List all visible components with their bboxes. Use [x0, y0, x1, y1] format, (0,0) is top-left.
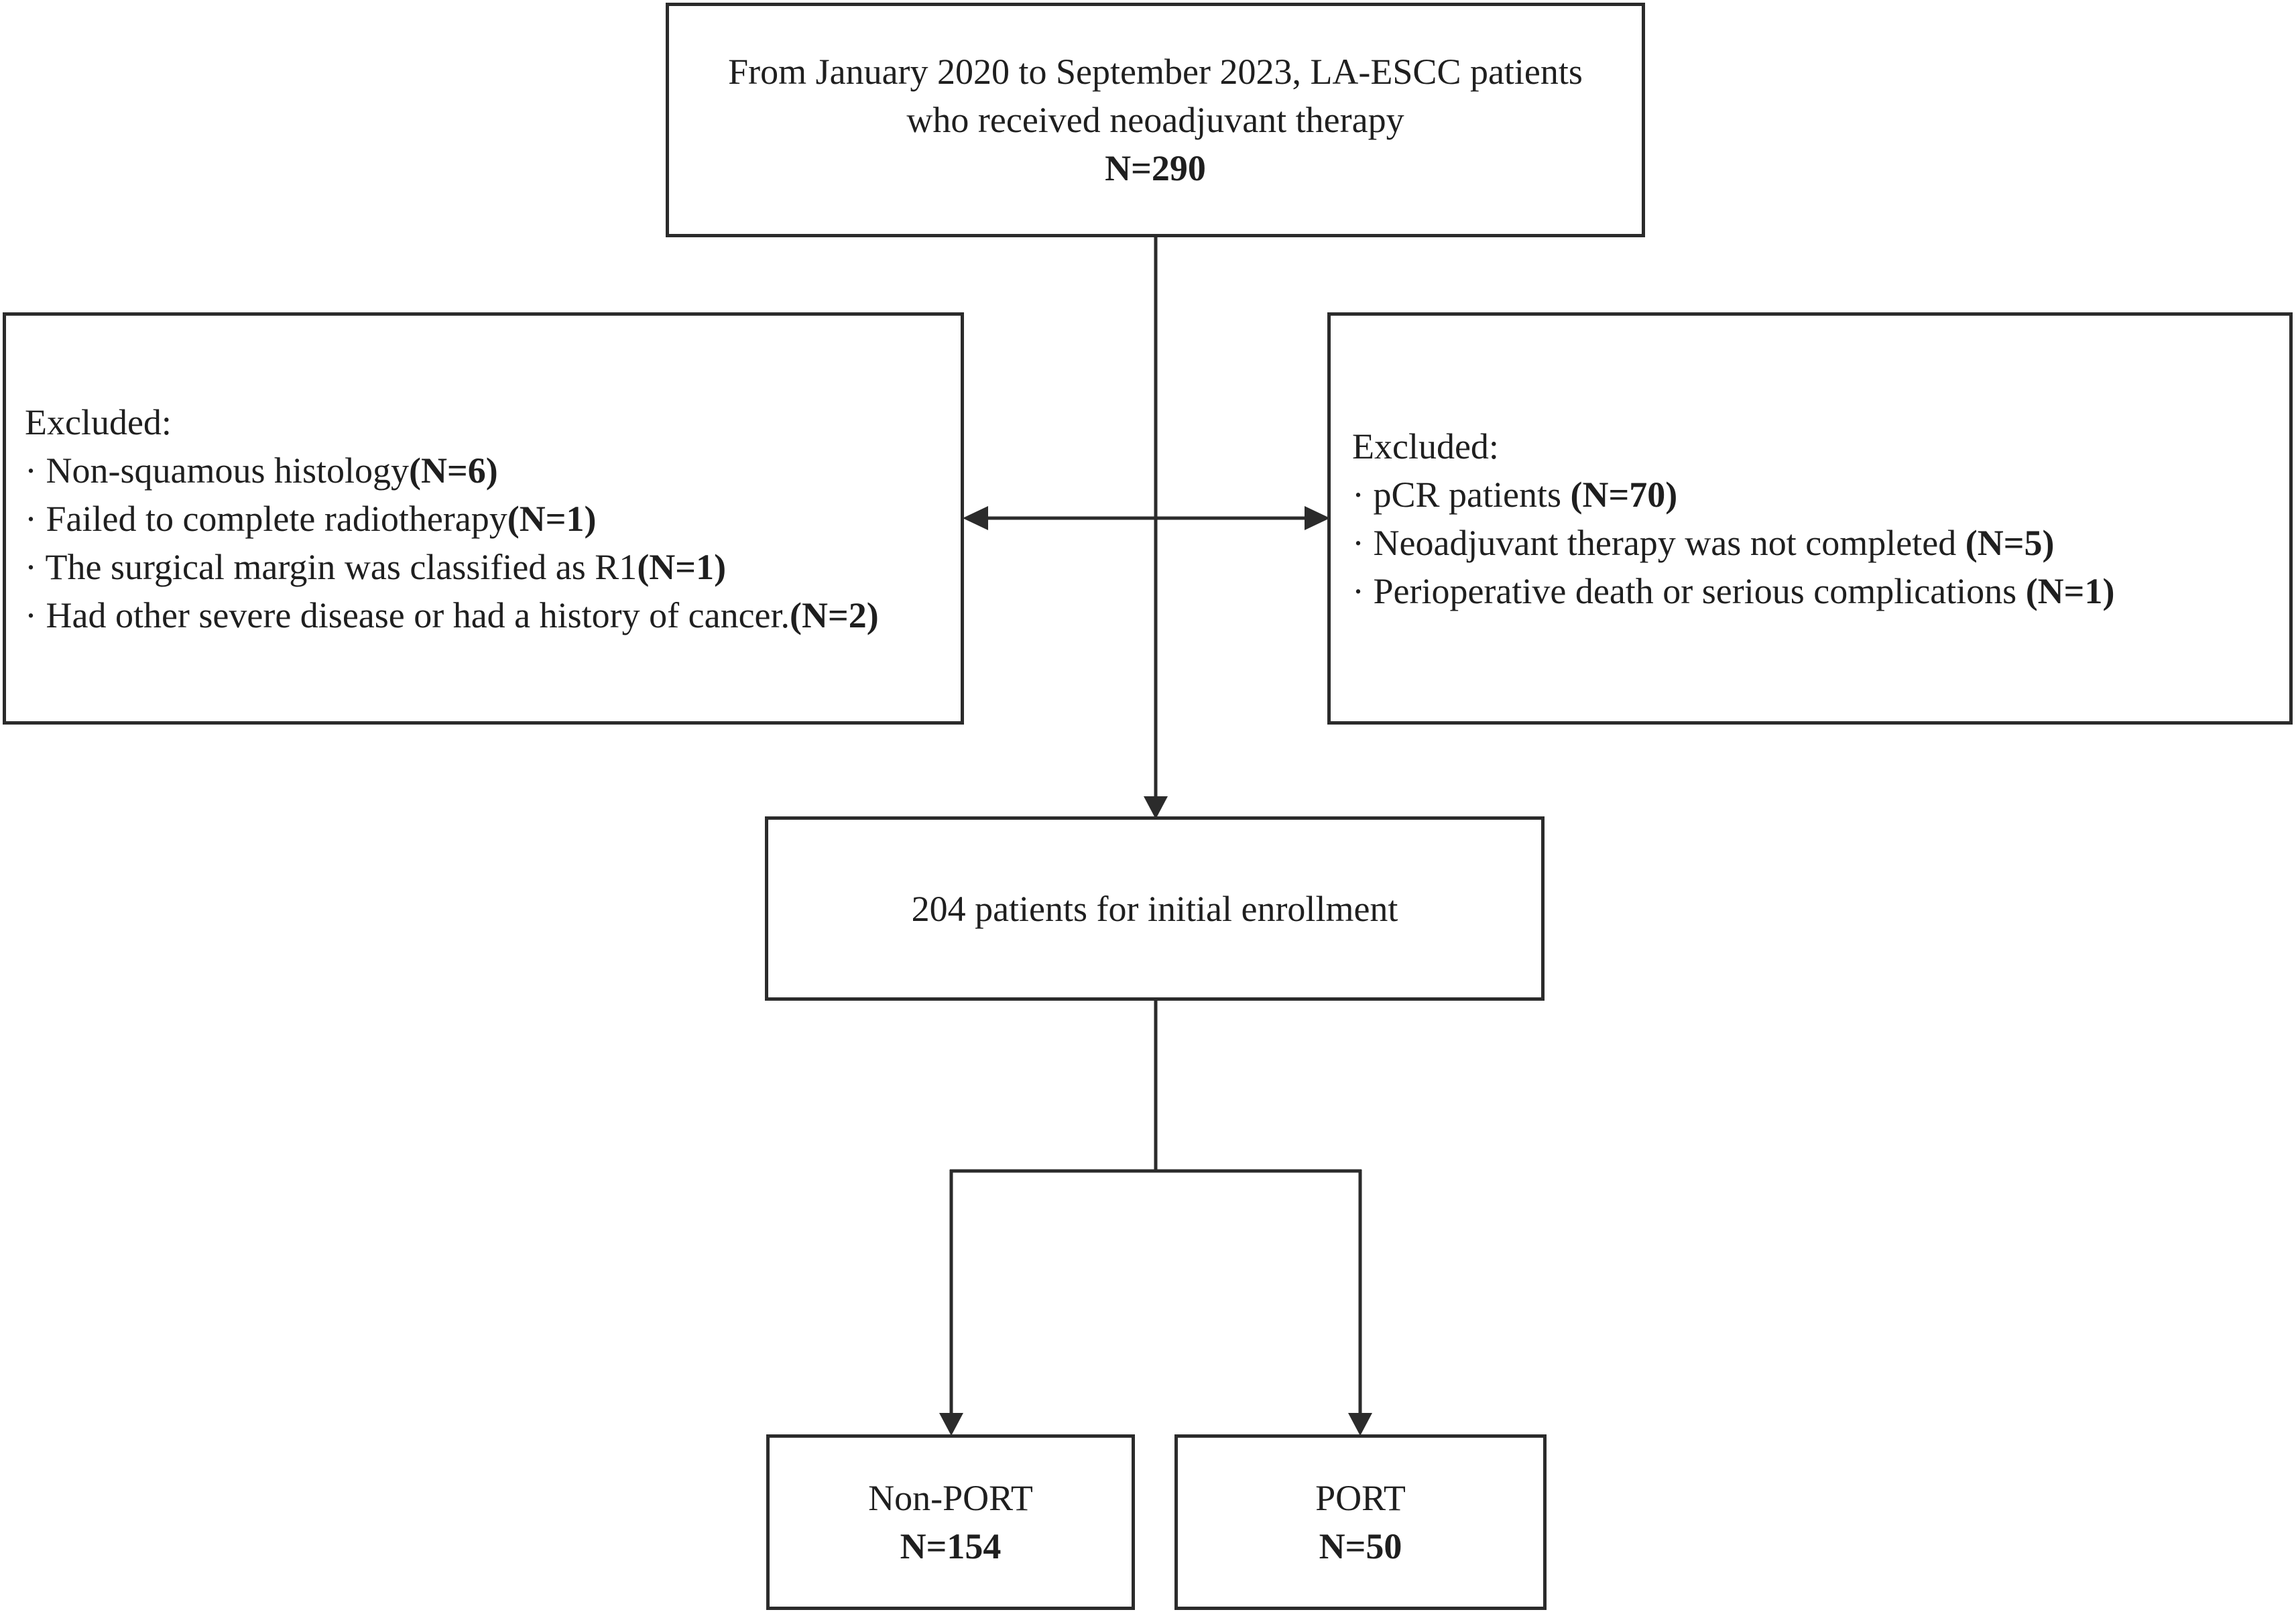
- non-port-count: N=154: [900, 1526, 1002, 1566]
- source-population-line1: From January 2020 to September 2023, LA-…: [728, 52, 1583, 92]
- port-box: PORT N=50: [1174, 1434, 1547, 1610]
- source-population-line2: who received neoadjuvant therapy: [906, 100, 1404, 140]
- right-branch-arrowhead: [1348, 1413, 1372, 1436]
- right-exclusion-arrowhead: [1305, 506, 1330, 530]
- excluded-right-item: · pCR patients (N=70): [1352, 474, 1678, 515]
- excluded-left-box: Excluded: · Non-squamous histology(N=6) …: [3, 312, 964, 725]
- excluded-left-heading: Excluded:: [25, 401, 172, 442]
- non-port-box: Non-PORT N=154: [766, 1434, 1135, 1610]
- left-branch-arrowhead: [939, 1413, 963, 1436]
- excluded-left-item: · Non-squamous histology(N=6): [25, 450, 498, 491]
- non-port-label: Non-PORT: [868, 1478, 1033, 1518]
- excluded-left-item: · The surgical margin was classified as …: [25, 546, 727, 587]
- source-population-count: N=290: [1105, 148, 1206, 188]
- port-count: N=50: [1319, 1526, 1402, 1566]
- source-population-box: From January 2020 to September 2023, LA-…: [666, 3, 1645, 237]
- excluded-left-item: · Failed to complete radiotherapy(N=1): [25, 498, 597, 539]
- excluded-right-item: · Perioperative death or serious complic…: [1352, 570, 2115, 611]
- excluded-right-heading: Excluded:: [1352, 426, 1499, 467]
- excluded-left-item: · Had other severe disease or had a hist…: [25, 595, 879, 635]
- excluded-right-item: · Neoadjuvant therapy was not completed …: [1352, 522, 2055, 563]
- enrollment-label: 204 patients for initial enrollment: [911, 888, 1398, 929]
- port-label: PORT: [1315, 1478, 1406, 1518]
- enrollment-box: 204 patients for initial enrollment: [765, 816, 1545, 1001]
- left-exclusion-arrowhead: [963, 506, 988, 530]
- excluded-right-box: Excluded: · pCR patients (N=70) · Neoadj…: [1327, 312, 2293, 725]
- main-arrowhead: [1144, 796, 1168, 819]
